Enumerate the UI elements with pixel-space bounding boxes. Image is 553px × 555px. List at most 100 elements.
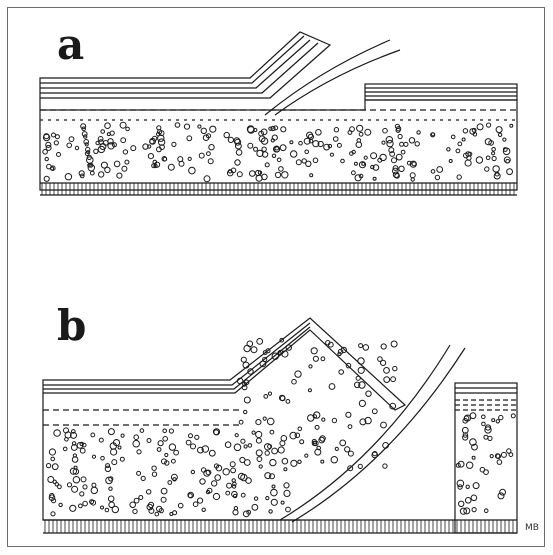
cell-mark <box>459 501 464 506</box>
cell-mark <box>90 171 94 175</box>
cell-mark <box>384 368 390 374</box>
cell-mark <box>195 435 199 439</box>
cell-mark <box>498 493 504 499</box>
cell-mark <box>356 142 362 148</box>
cell-mark <box>321 460 324 463</box>
cell-mark <box>210 126 216 132</box>
cell-mark <box>106 464 110 468</box>
cell-mark <box>209 145 214 150</box>
cell-mark <box>298 427 302 431</box>
cell-mark <box>371 153 377 159</box>
cell-mark <box>241 357 246 362</box>
cell-mark <box>256 438 261 443</box>
cell-mark <box>322 418 325 421</box>
cell-mark <box>188 157 191 160</box>
cell-mark <box>437 167 443 173</box>
cell-mark <box>282 172 288 178</box>
cell-mark <box>105 123 111 129</box>
cell-mark <box>391 377 396 382</box>
cell-mark <box>108 429 114 435</box>
cell-mark <box>467 462 473 468</box>
cell-mark <box>486 156 490 160</box>
cell-mark <box>140 429 144 433</box>
panel-a-epithelium-right <box>365 84 517 100</box>
cell-mark <box>165 453 168 456</box>
cell-mark <box>329 384 335 390</box>
cell-mark <box>331 457 337 463</box>
cell-mark <box>105 508 109 512</box>
cell-mark <box>110 131 114 135</box>
cell-mark <box>49 449 55 455</box>
cell-mark <box>234 444 241 451</box>
cell-mark <box>340 440 346 446</box>
cell-mark <box>265 163 269 167</box>
cell-mark <box>308 415 314 421</box>
cell-mark <box>111 449 117 455</box>
cell-mark <box>48 477 54 483</box>
cell-mark <box>484 509 488 513</box>
cell-mark <box>114 161 120 167</box>
cell-mark <box>148 154 153 159</box>
cell-mark <box>92 455 95 458</box>
cell-mark <box>147 490 151 494</box>
cell-mark <box>393 172 399 178</box>
cell-mark <box>178 503 183 508</box>
cell-mark <box>284 483 289 488</box>
cell-mark <box>83 501 88 506</box>
cell-mark <box>334 128 338 132</box>
cell-mark <box>239 420 243 424</box>
cell-mark <box>401 150 405 154</box>
cell-mark <box>51 512 55 516</box>
cell-mark <box>393 366 397 370</box>
cell-mark <box>463 129 467 133</box>
panel-b-illustration <box>43 318 517 533</box>
cell-mark <box>364 156 367 159</box>
cell-mark <box>191 470 194 473</box>
cell-mark <box>204 176 210 182</box>
cell-mark <box>292 379 297 384</box>
cell-mark <box>257 339 263 345</box>
cell-mark <box>99 172 104 177</box>
cell-mark <box>169 444 175 450</box>
cell-mark <box>256 431 262 437</box>
cell-mark <box>248 444 252 448</box>
cell-mark <box>178 157 183 162</box>
cell-mark <box>345 447 350 452</box>
cell-mark <box>73 477 79 483</box>
cell-mark <box>380 154 386 160</box>
cell-mark <box>352 171 356 175</box>
cell-mark <box>226 491 230 495</box>
cell-mark <box>186 440 191 445</box>
cell-mark <box>269 510 272 513</box>
cell-mark <box>235 160 240 165</box>
cell-mark <box>358 367 364 373</box>
cell-mark <box>335 447 338 450</box>
cell-mark <box>465 160 471 166</box>
cell-mark <box>141 476 145 480</box>
cell-mark <box>472 456 475 459</box>
cell-mark <box>248 143 253 148</box>
cell-mark <box>381 344 386 349</box>
cell-mark <box>148 145 151 148</box>
cell-mark <box>295 433 300 438</box>
cell-mark <box>447 148 450 151</box>
cell-mark <box>357 125 363 131</box>
cell-mark <box>490 455 493 458</box>
cell-mark <box>295 371 301 377</box>
cell-mark <box>87 157 94 164</box>
cell-mark <box>244 397 250 403</box>
cell-mark <box>316 130 322 136</box>
cell-mark <box>91 433 95 437</box>
cell-mark <box>237 172 242 177</box>
cell-mark <box>198 125 201 128</box>
cell-mark <box>256 420 261 425</box>
cell-mark <box>493 166 499 172</box>
cell-mark <box>267 418 274 425</box>
cell-mark <box>311 348 317 354</box>
cell-mark <box>492 152 495 155</box>
cell-mark <box>372 409 377 414</box>
cell-mark <box>224 132 229 137</box>
cell-mark <box>282 458 288 464</box>
cell-mark <box>147 439 151 443</box>
cell-mark <box>270 459 276 465</box>
